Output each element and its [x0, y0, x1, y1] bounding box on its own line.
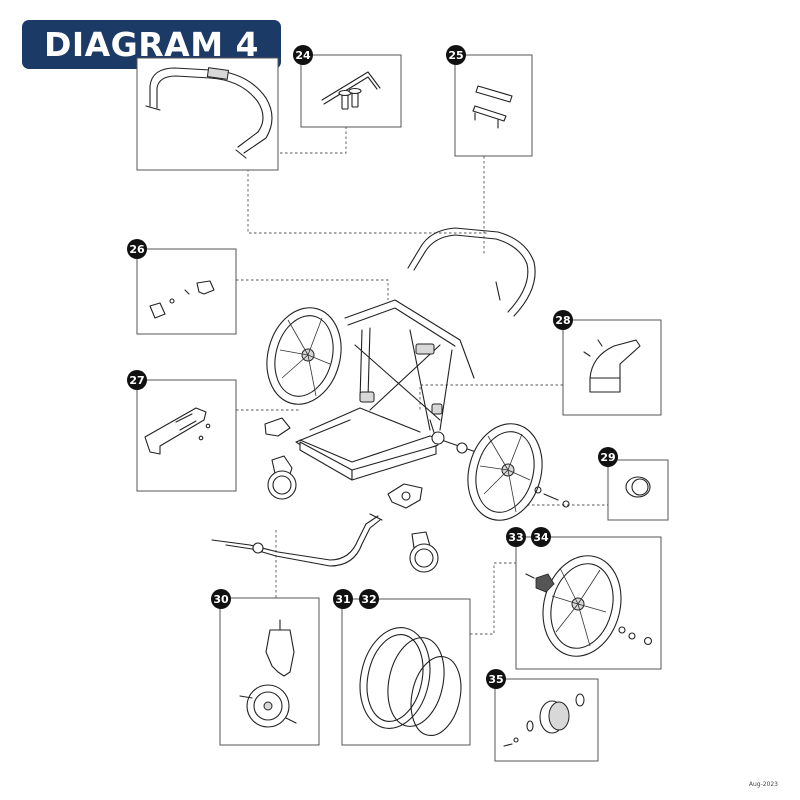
brake-pedal-part-27: [144, 407, 211, 455]
callout-34: 34: [531, 527, 551, 547]
callout-27: 27: [127, 370, 147, 390]
front-wheel-fork-part-30: [239, 619, 297, 728]
svg-text:32: 32: [361, 593, 376, 606]
handlebar-part: [145, 67, 273, 159]
detail-box-25: [454, 54, 533, 157]
svg-text:29: 29: [600, 451, 615, 464]
callout-31: 31: [333, 589, 353, 609]
hub-part-35: [503, 693, 585, 747]
callout-25: 25: [446, 45, 466, 65]
callout-30: 30: [211, 589, 231, 609]
cap-part-29: [625, 476, 651, 498]
callout-28: 28: [553, 310, 573, 330]
svg-text:33: 33: [508, 531, 523, 544]
footer-date: Aug-2023: [748, 781, 778, 788]
hex-key-and-bolts-part: [321, 71, 381, 110]
callout-32: 32: [359, 589, 379, 609]
callout-29: 29: [598, 447, 618, 467]
callout-33: 33: [506, 527, 526, 547]
svg-text:27: 27: [129, 374, 144, 387]
callout-26: 26: [127, 239, 147, 259]
bracket-parts-26: [149, 280, 215, 319]
svg-text:31: 31: [335, 593, 350, 606]
svg-text:35: 35: [488, 673, 503, 686]
stroller-frame-assembly: [211, 227, 570, 573]
svg-text:30: 30: [213, 593, 229, 606]
callout-35: 35: [486, 669, 506, 689]
diagram-title: DIAGRAM 4: [22, 20, 281, 69]
svg-text:24: 24: [295, 49, 311, 62]
svg-text:34: 34: [533, 531, 549, 544]
rear-wheel-part-33-34: [525, 555, 653, 657]
bumper-part-28: [583, 339, 641, 393]
svg-text:28: 28: [555, 314, 570, 327]
tire-and-tube-part-31-32: [359, 627, 462, 736]
svg-text:25: 25: [448, 49, 463, 62]
svg-text:26: 26: [129, 243, 145, 256]
callout-24: 24: [293, 45, 313, 65]
clip-parts: [472, 85, 513, 129]
